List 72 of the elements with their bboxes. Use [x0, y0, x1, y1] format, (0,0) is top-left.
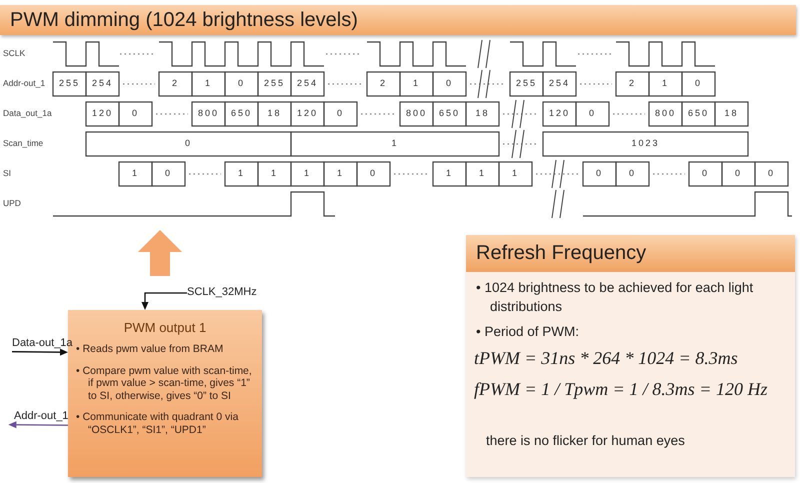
bus-value: 0	[368, 168, 378, 178]
signal-name: Data_out_1a	[3, 108, 52, 118]
bus-value: 650	[230, 108, 254, 118]
bus-value: 1023	[630, 138, 661, 148]
bus-value: 2	[378, 78, 388, 88]
bus-value: 0	[164, 168, 173, 178]
bus-value: 2	[628, 78, 637, 88]
signal-name: SCLK	[3, 48, 26, 58]
bus-value: 254	[548, 78, 572, 88]
bullet-text: • 1024 brightness to be achieved for each light distributions	[476, 279, 754, 316]
bus-value: 254	[296, 78, 320, 88]
arrow	[8, 421, 68, 428]
bus-value: 0	[766, 168, 776, 178]
bus-value: 1	[412, 78, 421, 88]
box-title: PWM output 1	[122, 320, 208, 335]
bus-value: 18	[266, 108, 282, 118]
bus-value: 0	[694, 78, 703, 88]
bus-value: 1	[660, 78, 670, 88]
bullet-text: • Compare pwm value with scan-time, if pwm value > scan-time, gives “1” to SI, otherwise, gives “0” to SI	[76, 364, 253, 402]
bus-value: 1	[302, 168, 312, 178]
bus-value: 1	[204, 78, 213, 88]
formula: tPWM = 31ns * 264 * 1024 = 8.3ms	[474, 348, 738, 369]
formula: fPWM = 1 / Tpwm = 1 / 8.3ms = 120 Hz	[474, 379, 768, 400]
bus-value: 800	[404, 108, 428, 118]
bus-value: 1	[478, 168, 487, 178]
bus-value: 0	[734, 168, 743, 178]
bus-value: 800	[654, 108, 678, 118]
signal-name: SI	[3, 168, 12, 178]
bus-value: 255	[514, 78, 538, 88]
bus-value: 0	[336, 108, 345, 118]
bus-value: 120	[90, 108, 114, 118]
bus-value: 1	[130, 168, 140, 178]
bus-value: 1	[270, 168, 279, 178]
bus-value: 18	[723, 108, 740, 118]
bus-value: 0	[700, 168, 710, 178]
signal-name: UPD	[3, 198, 21, 208]
bus-value: 1	[510, 168, 520, 178]
bus-value: 0	[130, 108, 140, 118]
bus-value: 0	[444, 78, 454, 88]
arrow	[12, 348, 68, 356]
note-text: there is no flicker for human eyes	[486, 433, 685, 448]
bus-value: 1	[390, 138, 400, 148]
bus-value: 120	[296, 108, 320, 118]
bus-value: 0	[628, 168, 637, 178]
bus-value: 120	[548, 108, 572, 118]
bus-value: 0	[236, 78, 246, 88]
bus-value: 0	[184, 138, 193, 148]
panel-heading: Refresh Frequency	[466, 235, 795, 272]
bus-value: 255	[262, 78, 286, 88]
signal-label: SCLK_32MHz	[187, 286, 259, 300]
title-banner: PWM dimming (1024 brightness levels)	[0, 5, 796, 35]
bullet-text: • Reads pwm value from BRAM	[76, 343, 224, 356]
bus-value: 0	[594, 168, 604, 178]
bus-value: 1	[236, 168, 246, 178]
signal-name: Addr-out_1	[3, 78, 46, 88]
signal-label: Data-out_1a	[12, 337, 74, 351]
bus-value: 255	[58, 78, 82, 88]
signal-name: Scan_time	[3, 138, 44, 148]
bus-value: 2	[170, 78, 180, 88]
bus-value: 1	[336, 168, 345, 178]
bus-value: 254	[90, 78, 114, 88]
signal-label: Addr-out_1	[14, 410, 70, 424]
bus-value: 650	[686, 108, 710, 118]
bus-value: 18	[474, 108, 490, 118]
bus-value: 800	[196, 108, 220, 118]
bus-value: 1	[444, 168, 454, 178]
bus-value: 650	[438, 108, 462, 118]
bus-value: 0	[588, 108, 597, 118]
info-panel	[466, 235, 795, 477]
arrow	[142, 292, 187, 310]
bullet-text: • Period of PWM:	[476, 323, 580, 341]
bullet-text: • Communicate with quadrant 0 via “OSCLK1”, “SI1”, “UPD1”	[76, 411, 240, 437]
